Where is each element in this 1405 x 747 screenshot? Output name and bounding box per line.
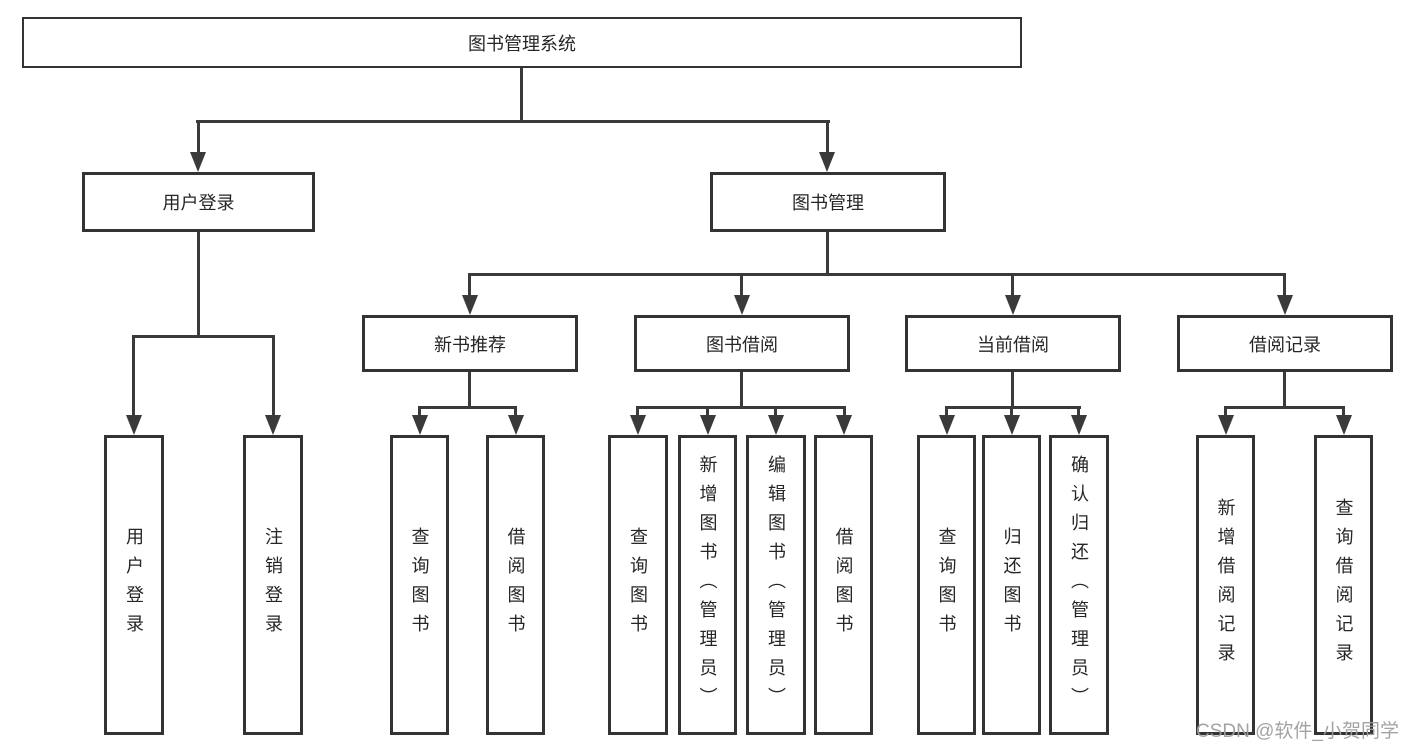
connector-line: [514, 406, 517, 417]
arrow-down-icon: [734, 295, 750, 315]
arrow-down-icon: [1005, 295, 1021, 315]
connector-line: [740, 273, 743, 297]
connector-line: [945, 406, 948, 417]
connector-line: [1011, 372, 1014, 406]
connector-line: [636, 406, 846, 409]
node-leaf-query-books-borrowing: 查询图书: [608, 435, 668, 735]
arrow-down-icon: [836, 415, 852, 435]
node-label: 确认归还（管理员）: [1069, 454, 1089, 716]
csdn-watermark: CSDN @软件_小贺同学: [1196, 721, 1399, 742]
connector-line: [418, 406, 517, 409]
node-book-management: 图书管理: [710, 172, 946, 232]
node-leaf-logout: 注销登录: [243, 435, 303, 735]
node-current-borrowing: 当前借阅: [905, 315, 1121, 372]
node-label: 用户登录: [124, 527, 144, 643]
connector-line: [706, 406, 709, 417]
node-leaf-query-books-current: 查询图书: [917, 435, 976, 735]
node-user-login-group: 用户登录: [82, 172, 315, 232]
connector-line: [132, 335, 275, 338]
arrow-down-icon: [1336, 415, 1352, 435]
node-label: 注销登录: [263, 527, 283, 643]
connector-line: [418, 406, 421, 417]
node-borrowing-records: 借阅记录: [1177, 315, 1393, 372]
node-leaf-user-login: 用户登录: [104, 435, 164, 735]
node-label: 借阅图书: [505, 527, 526, 643]
node-label: 查询图书: [628, 527, 648, 643]
arrow-down-icon: [190, 152, 206, 172]
arrow-down-icon: [126, 415, 142, 435]
node-label: 新增图书（管理员）: [697, 454, 718, 716]
node-label: 图书管理: [792, 193, 864, 213]
connector-line: [196, 120, 830, 123]
connector-line: [197, 120, 200, 154]
connector-line: [636, 406, 639, 417]
arrow-down-icon: [768, 415, 784, 435]
connector-line: [1011, 273, 1014, 297]
connector-line: [468, 372, 471, 406]
node-leaf-confirm-return-admin: 确认归还（管理员）: [1049, 435, 1109, 735]
node-label: 图书借阅: [706, 334, 778, 355]
connector-line: [826, 120, 829, 154]
connector-line: [843, 406, 846, 417]
arrow-down-icon: [412, 415, 428, 435]
arrow-down-icon: [819, 152, 835, 172]
arrow-down-icon: [462, 295, 478, 315]
arrow-down-icon: [508, 415, 524, 435]
connector-line: [1342, 406, 1345, 417]
arrow-down-icon: [630, 415, 646, 435]
node-leaf-borrow-books-recommend: 借阅图书: [486, 435, 545, 735]
node-label: 借阅记录: [1249, 334, 1321, 355]
node-label: 归还图书: [1001, 527, 1022, 643]
node-label: 编辑图书（管理员）: [766, 454, 786, 716]
connector-line: [468, 273, 1286, 276]
arrow-down-icon: [939, 415, 955, 435]
arrow-down-icon: [1004, 415, 1020, 435]
arrow-down-icon: [1071, 415, 1087, 435]
connector-line: [132, 335, 135, 417]
node-new-book-recommendation: 新书推荐: [362, 315, 578, 372]
node-leaf-query-borrow-record: 查询借阅记录: [1314, 435, 1373, 735]
connector-line: [1224, 406, 1345, 409]
node-library-management-system: 图书管理系统: [22, 17, 1022, 68]
connector-line: [945, 406, 1081, 409]
arrow-down-icon: [1218, 415, 1234, 435]
node-label: 新增借阅记录: [1215, 498, 1236, 672]
node-label: 用户登录: [162, 193, 235, 213]
node-leaf-add-books-admin: 新增图书（管理员）: [678, 435, 737, 735]
connector-line: [1224, 406, 1227, 417]
connector-line: [774, 406, 777, 417]
node-leaf-add-borrow-record: 新增借阅记录: [1196, 435, 1255, 735]
arrow-down-icon: [265, 415, 281, 435]
node-book-borrowing: 图书借阅: [634, 315, 850, 372]
connector-line: [272, 335, 275, 417]
arrow-down-icon: [1277, 295, 1293, 315]
connector-line: [740, 372, 743, 406]
connector-line: [1077, 406, 1080, 417]
node-label: 新书推荐: [434, 334, 506, 355]
connector-line: [1010, 406, 1013, 417]
node-label: 图书管理系统: [468, 33, 576, 54]
connector-line: [1283, 372, 1286, 406]
node-label: 当前借阅: [977, 334, 1049, 355]
connector-line: [520, 68, 523, 120]
connector-line: [826, 232, 829, 273]
connector-line: [1283, 273, 1286, 297]
node-label: 查询借阅记录: [1333, 498, 1354, 672]
arrow-down-icon: [700, 415, 716, 435]
node-leaf-edit-books-admin: 编辑图书（管理员）: [746, 435, 806, 735]
node-leaf-borrow-books: 借阅图书: [814, 435, 873, 735]
node-label: 借阅图书: [833, 527, 854, 643]
connector-line: [197, 232, 200, 335]
node-label: 查询图书: [409, 527, 430, 643]
node-leaf-query-books-recommend: 查询图书: [390, 435, 449, 735]
node-label: 查询图书: [936, 527, 957, 643]
node-leaf-return-books: 归还图书: [982, 435, 1041, 735]
connector-line: [468, 273, 471, 297]
